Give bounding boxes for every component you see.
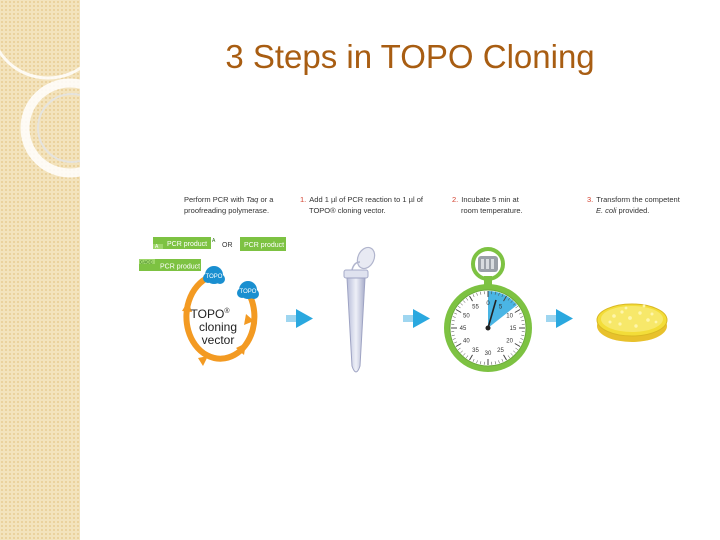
svg-text:PCR product: PCR product (167, 241, 207, 248)
arrow-3 (546, 309, 573, 328)
dial-label: 0 (486, 301, 490, 307)
dial-tick (494, 361, 496, 365)
dial-label: 30 (485, 351, 492, 357)
decorative-rings (0, 49, 80, 178)
dial-tick (455, 309, 462, 313)
dial-tick (494, 291, 496, 295)
dial-tick (463, 300, 466, 303)
dial-tick (457, 347, 461, 350)
topo-badge-top: TOPO (203, 266, 225, 284)
dial-tick (515, 306, 519, 309)
vector-label-line1: TOPO® (191, 307, 231, 321)
dial-tick (454, 312, 458, 315)
pcr-product-blunt: PCR product (240, 237, 286, 251)
dial-label: 20 (506, 339, 513, 345)
dial-tick (498, 360, 500, 364)
dial-tick (510, 353, 513, 356)
dial-tick (501, 294, 504, 298)
dial-tick (498, 292, 500, 296)
dial-tick (513, 350, 516, 353)
petri-dish-icon (596, 303, 668, 342)
vector-label-line2: cloning (199, 320, 237, 334)
dial-tick (469, 295, 473, 302)
dial-tick (480, 361, 482, 365)
svg-text:PCR product: PCR product (244, 242, 284, 249)
dial-tick (472, 358, 475, 362)
or-label: OR (222, 242, 233, 249)
dial-tick (476, 292, 478, 296)
dial-tick (466, 355, 469, 359)
dial-tick (452, 338, 456, 340)
dial-label: 50 (463, 314, 470, 320)
dial-tick (451, 334, 455, 336)
topo-vector-circle (182, 273, 258, 366)
step0-line2: proofreading polymerase. (184, 206, 269, 215)
svg-text:TOPO: TOPO (240, 289, 257, 295)
dial-tick (514, 309, 521, 313)
svg-text:TOPO: TOPO (206, 274, 223, 280)
dial-tick (520, 316, 524, 318)
pcr-product-cacc-overhang: CACC PCR product (139, 259, 201, 271)
step0-line1: Perform PCR with Taq or a (184, 195, 274, 204)
dial-tick (480, 291, 482, 295)
dial-tick (463, 353, 466, 356)
dial-tick (460, 303, 463, 306)
dial-tick (501, 358, 504, 362)
dial-tick (503, 354, 507, 361)
dial-tick (457, 306, 461, 309)
step3-line2: E. coli provided. (596, 206, 649, 215)
dial-label: 35 (472, 348, 479, 354)
decorative-side-panel (0, 0, 80, 540)
dial-label: 40 (463, 339, 470, 345)
arrow-1 (286, 309, 313, 328)
dial-tick (507, 297, 510, 301)
step2-line2: room temperature. (461, 206, 523, 215)
dial-label: 5 (499, 305, 503, 311)
step1-line2: TOPO® cloning vector. (309, 206, 386, 215)
dial-tick (451, 320, 455, 322)
dial-label: 25 (497, 348, 504, 354)
dial-tick (469, 354, 473, 361)
dial-label: 15 (510, 326, 517, 332)
dial-tick (472, 294, 475, 298)
svg-text:A: A (155, 244, 159, 250)
step2-line1: 2.Incubate 5 min at (452, 195, 520, 204)
dial-tick (518, 312, 522, 315)
dial-tick (460, 350, 463, 353)
step1-line1: 1.Add 1 µl of PCR reaction to 1 µl of (300, 195, 424, 204)
arrow-2 (403, 309, 430, 328)
dial-tick (521, 320, 525, 322)
svg-text:CACC: CACC (140, 260, 154, 265)
dial-label: 55 (472, 305, 479, 311)
dial-tick (514, 343, 521, 347)
dial-tick (455, 343, 462, 347)
dial-tick (454, 341, 458, 344)
dial-tick (513, 303, 516, 306)
dial-tick (521, 334, 525, 336)
step3-line1: 3.Transform the competent (587, 195, 681, 204)
slide-title: 3 Steps in TOPO Cloning (225, 38, 595, 75)
dial-tick (503, 295, 507, 302)
dial-tick (515, 347, 519, 350)
svg-text:PCR product: PCR product (160, 264, 200, 271)
dial-label: 10 (506, 314, 513, 320)
dial-tick (452, 316, 456, 318)
dial-tick (507, 355, 510, 359)
dial-tick (476, 360, 478, 364)
pcr-product-a-overhang: A A PCR product (153, 237, 216, 250)
dial-tick (518, 341, 522, 344)
dial-tick (466, 297, 469, 301)
dial-tick (520, 338, 524, 340)
svg-text:A: A (212, 238, 216, 244)
vector-label-line3: vector (202, 333, 235, 347)
dial-tick (510, 300, 513, 303)
dial-label: 45 (460, 326, 467, 332)
topo-badge-right: TOPO (237, 281, 259, 299)
microcentrifuge-tube-icon (343, 246, 376, 373)
